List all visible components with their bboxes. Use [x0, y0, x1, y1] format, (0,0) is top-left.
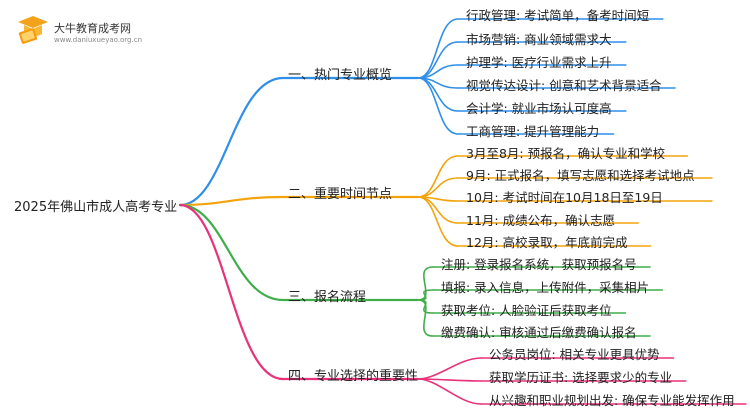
logo-url: www.daniuxueyao.org.cn	[54, 36, 143, 44]
branch-to-leaf-connector	[417, 177, 459, 198]
leaf-item: 护理学: 医疗行业需求上升	[466, 55, 612, 70]
branch-to-leaf-connector	[417, 357, 482, 380]
leaf-item: 注册: 登录报名系统，获取预报名号	[441, 257, 637, 272]
root-to-branch-connector	[178, 203, 285, 302]
leaf-item: 3月至8月: 预报名，确认专业和学校	[466, 146, 666, 161]
branch-to-leaf-connector	[417, 196, 459, 247]
leaf-item: 9月: 正式报名，填写志愿和选择考试地点	[466, 168, 695, 183]
leaf-item: 12月: 高校录取，年底前完成	[466, 235, 628, 250]
root-to-branch-connector	[178, 203, 285, 381]
branch-to-leaf-connector	[417, 77, 459, 135]
site-logo: 大牛教育成考网 www.daniuxueyao.org.cn	[14, 12, 164, 52]
branch-to-leaf-connector	[417, 299, 434, 337]
leaf-item: 市场营销: 商业领域需求大	[466, 32, 612, 47]
branch-to-leaf-connector	[417, 18, 459, 79]
leaf-item: 获取考位: 人脸验证后获取考位	[441, 303, 612, 318]
branch-to-leaf-connector	[417, 155, 459, 198]
branch-registration-process: 三、报名流程	[288, 290, 367, 305]
root-node: 2025年佛山市成人高考专业	[14, 200, 178, 215]
graduation-cap-icon	[18, 16, 48, 44]
root-to-branch-connector	[178, 76, 285, 207]
leaf-item: 行政管理: 考试简单，备考时间短	[466, 8, 650, 23]
leaf-item: 填报: 录入信息，上传附件，采集相片	[441, 280, 650, 295]
branch-major-importance: 四、专业选择的重要性	[288, 369, 419, 384]
leaf-item: 10月: 考试时间在10月18日至19日	[466, 190, 663, 205]
leaf-item: 缴费确认: 审核通过后缴费确认报名	[441, 325, 637, 340]
root-to-branch-connector	[178, 195, 285, 207]
branch-to-leaf-connector	[417, 378, 482, 405]
leaf-item: 工商管理: 提升管理能力	[466, 124, 600, 139]
branch-to-leaf-connector	[417, 289, 434, 301]
leaf-item: 获取学历证书: 选择要求少的专业	[489, 370, 673, 385]
branch-key-dates: 二、重要时间节点	[288, 187, 393, 202]
leaf-item: 11月: 成绩公布，确认志愿	[466, 213, 616, 228]
leaf-item: 从兴趣和职业规划出发: 确保专业能发挥作用	[489, 393, 735, 408]
leaf-item: 公务员岗位: 相关专业更具优势	[489, 347, 660, 362]
branch-hot-majors: 一、热门专业概览	[288, 68, 393, 83]
leaf-item: 视觉传达设计: 创意和艺术背景适合	[466, 78, 662, 93]
logo-title: 大牛教育成考网	[54, 22, 131, 35]
leaf-item: 会计学: 就业市场认可度高	[466, 101, 612, 116]
